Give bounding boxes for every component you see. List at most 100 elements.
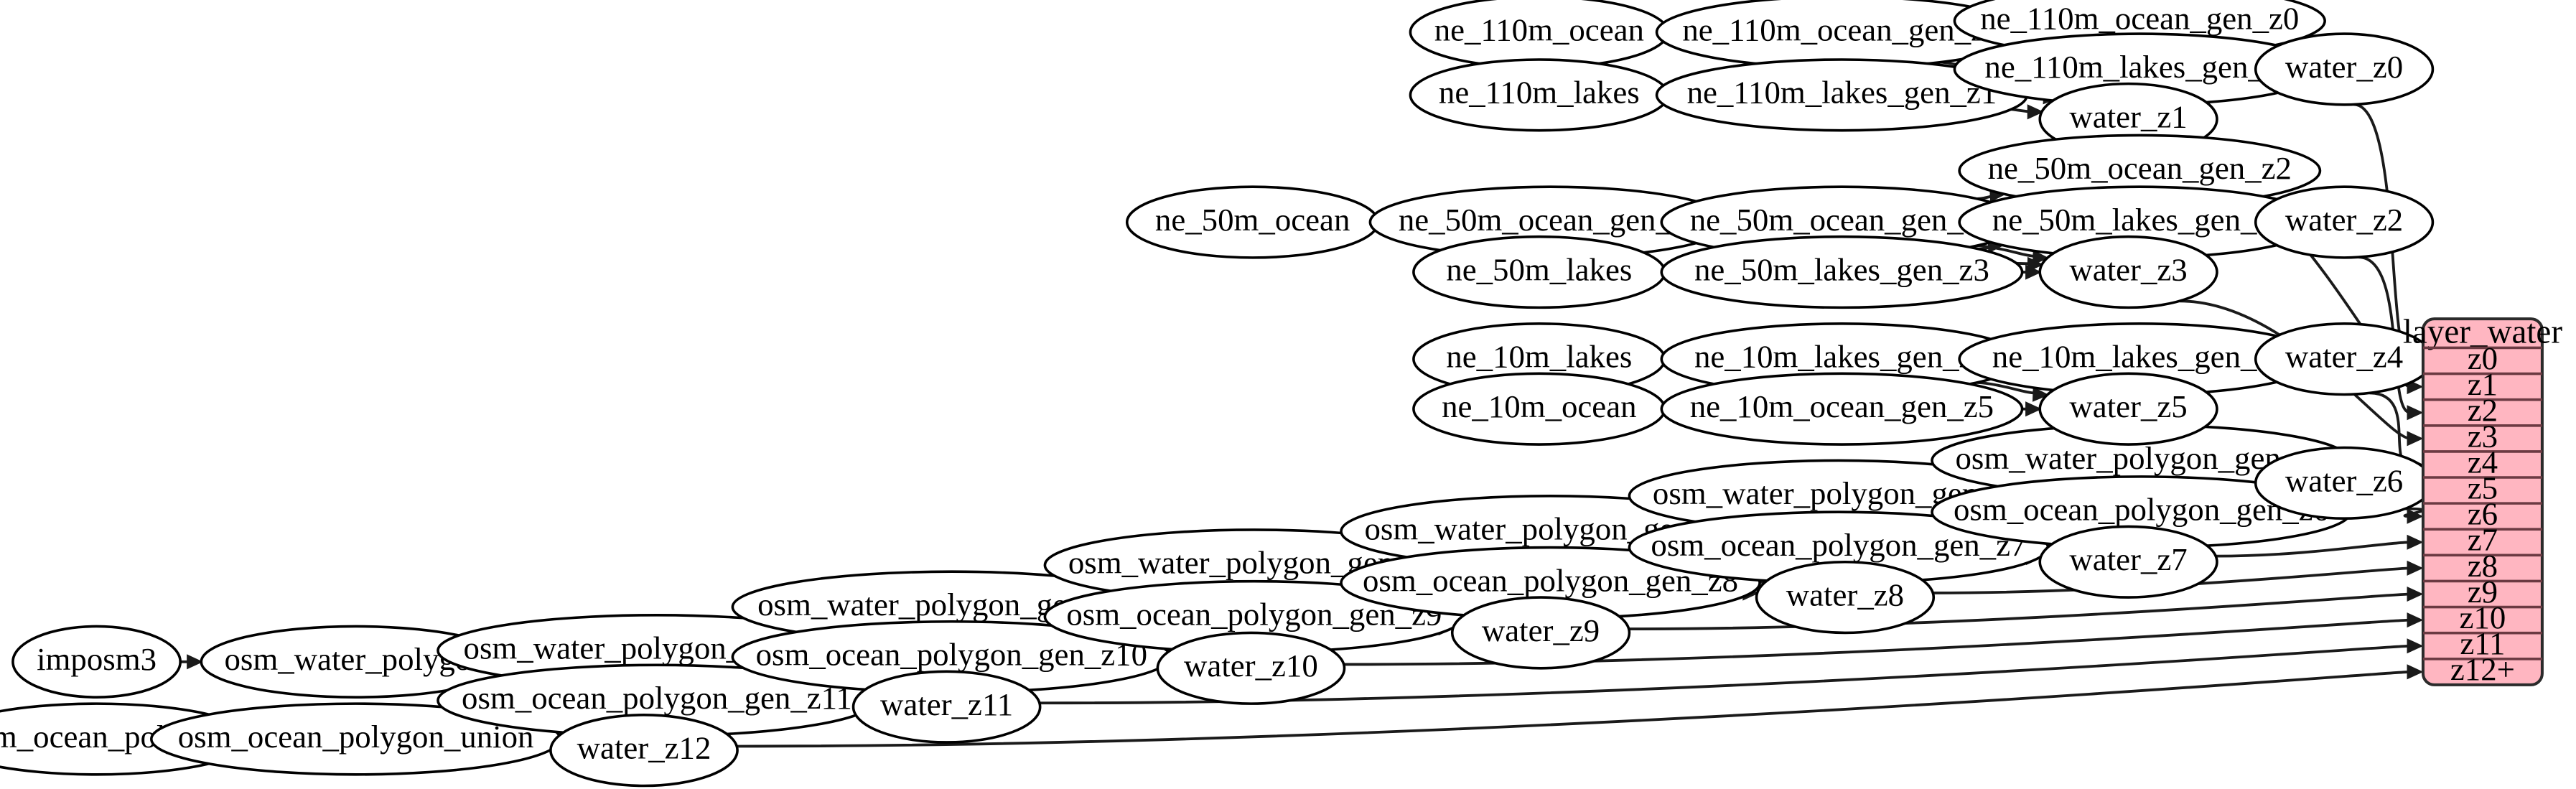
- node-label-ne_50m_ocean_gen_z3: ne_50m_ocean_gen_z3: [1690, 202, 1994, 238]
- node-shape-water_z2[interactable]: [2254, 185, 2435, 259]
- edge-water_z11-to-layer_water-z11: [1039, 644, 2411, 705]
- node-water_z12[interactable]: water_z12: [549, 714, 739, 788]
- node-ne_110m_ocean[interactable]: ne_110m_ocean: [1409, 0, 1669, 69]
- node-ne_110m_lakes_gen_z1[interactable]: ne_110m_lakes_gen_z1: [1655, 58, 2029, 132]
- node-ne_10m_lakes_gen_z4[interactable]: ne_10m_lakes_gen_z4: [1958, 322, 2322, 396]
- table-row-z2[interactable]: z2: [2468, 392, 2498, 428]
- node-osm_water_polygon_gen_z6[interactable]: osm_water_polygon_gen_z6: [1931, 424, 2352, 498]
- node-label-water_z2: water_z2: [2285, 202, 2403, 238]
- arrowhead-icon: [2407, 612, 2424, 628]
- arrowhead-icon: [2407, 405, 2424, 421]
- arrowhead-icon: [2027, 104, 2044, 120]
- table-row-z8[interactable]: z8: [2468, 548, 2498, 584]
- node-water_z2[interactable]: water_z2: [2254, 185, 2435, 259]
- node-water_z4[interactable]: water_z4: [2254, 322, 2435, 396]
- layer-water-table-header: layer_water: [2403, 313, 2562, 350]
- node-label-ne_10m_ocean_gen_z5: ne_10m_ocean_gen_z5: [1690, 388, 1994, 424]
- node-shape-water_z12[interactable]: [549, 714, 739, 788]
- node-shape-water_z11[interactable]: [851, 670, 1042, 744]
- table-row-z10[interactable]: z10: [2460, 599, 2506, 635]
- table-row-z7[interactable]: z7: [2468, 522, 2498, 558]
- node-label-ne_10m_lakes_gen_z4: ne_10m_lakes_gen_z4: [1992, 339, 2287, 375]
- node-label-water_z12: water_z12: [577, 730, 711, 766]
- node-ne_110m_ocean_gen_z1[interactable]: ne_110m_ocean_gen_z1: [1655, 0, 2029, 69]
- node-label-ne_110m_ocean_gen_z0: ne_110m_ocean_gen_z0: [1980, 1, 2299, 37]
- node-osm_ocean_polygon_gen_z10[interactable]: osm_ocean_polygon_gen_z10: [731, 620, 1172, 694]
- arrowhead-icon: [2032, 386, 2050, 402]
- node-water_z11[interactable]: water_z11: [851, 670, 1042, 744]
- node-ne_50m_lakes_gen_z2[interactable]: ne_50m_lakes_gen_z2: [1958, 185, 2322, 259]
- node-shape-water_z10[interactable]: [1156, 631, 1346, 705]
- arrowhead-icon: [2407, 508, 2424, 524]
- node-ne_10m_ocean[interactable]: ne_10m_ocean: [1412, 372, 1666, 446]
- node-label-osm_ocean_polygon_gen_z11: osm_ocean_polygon_gen_z11: [462, 680, 852, 716]
- edge-water_z12-to-layer_water-z12+: [737, 670, 2411, 748]
- node-ne_110m_lakes[interactable]: ne_110m_lakes: [1409, 58, 1670, 132]
- node-label-ne_10m_ocean: ne_10m_ocean: [1442, 388, 1636, 424]
- node-water_z5[interactable]: water_z5: [2038, 372, 2218, 446]
- node-water_z0[interactable]: water_z0: [2254, 32, 2435, 106]
- node-label-ne_110m_lakes_gen_z1: ne_110m_lakes_gen_z1: [1687, 75, 1997, 111]
- node-ne_50m_ocean_gen_z4[interactable]: ne_50m_ocean_gen_z4: [1368, 185, 1732, 259]
- edge-water_z6-to-layer_water-z6: [2403, 507, 2425, 518]
- node-osm_ocean_polygon_gen_z11[interactable]: osm_ocean_polygon_gen_z11: [437, 663, 877, 737]
- node-label-water_z4: water_z4: [2285, 339, 2403, 375]
- table-row-z4[interactable]: z4: [2468, 444, 2498, 480]
- node-ne_50m_ocean[interactable]: ne_50m_ocean: [1125, 185, 1380, 259]
- node-ne_50m_lakes[interactable]: ne_50m_lakes: [1412, 235, 1666, 309]
- table-row-z9[interactable]: z9: [2468, 574, 2498, 610]
- arrowhead-icon: [2407, 586, 2424, 602]
- node-shape-water_z7[interactable]: [2038, 525, 2218, 599]
- node-label-ne_50m_ocean_gen_z4: ne_50m_ocean_gen_z4: [1399, 202, 1702, 238]
- node-ne_10m_lakes_gen_z5[interactable]: ne_10m_lakes_gen_z5: [1660, 322, 2024, 396]
- layer-water-table-body: [2421, 317, 2544, 686]
- node-shape-imposm3[interactable]: [11, 625, 182, 699]
- table-row-z0[interactable]: z0: [2468, 340, 2498, 376]
- node-osm_water_polygon[interactable]: osm_water_polygon: [200, 625, 512, 699]
- edge-water_z9-to-layer_water-z9: [1628, 592, 2411, 630]
- node-label-water_z8: water_z8: [1786, 577, 1904, 613]
- node-water_z6[interactable]: water_z6: [2254, 446, 2435, 520]
- node-ne_50m_ocean_gen_z2[interactable]: ne_50m_ocean_gen_z2: [1958, 134, 2322, 207]
- node-shape-water_z3[interactable]: [2038, 235, 2218, 309]
- node-water_z8[interactable]: water_z8: [1755, 560, 1936, 635]
- node-label-ne_50m_ocean_gen_z2: ne_50m_ocean_gen_z2: [1988, 150, 2292, 186]
- node-shape-ne_10m_ocean_gen_z5[interactable]: [1660, 372, 2024, 446]
- table-row-z5[interactable]: z5: [2468, 470, 2498, 505]
- node-label-imposm3: imposm3: [37, 641, 157, 677]
- node-shape-water_z5[interactable]: [2038, 372, 2218, 446]
- node-water_z7[interactable]: water_z7: [2038, 525, 2218, 599]
- table-row-z1[interactable]: z1: [2468, 366, 2498, 402]
- node-label-water_z9: water_z9: [1482, 612, 1600, 648]
- layer-water-table[interactable]: layer_waterz0z1z2z3z4z5z6z7z8z9z10z11z12…: [2403, 313, 2562, 687]
- table-row-z3[interactable]: z3: [2468, 418, 2498, 454]
- node-imposm3[interactable]: imposm3: [11, 625, 182, 699]
- node-label-ne_110m_lakes_gen_z0: ne_110m_lakes_gen_z0: [1984, 49, 2295, 85]
- node-shape-water_z0[interactable]: [2254, 32, 2435, 106]
- node-osm_ocean_polygon_gen_z6[interactable]: osm_ocean_polygon_gen_z6: [1931, 475, 2352, 549]
- table-row-z6[interactable]: z6: [2468, 496, 2498, 532]
- node-water_z9[interactable]: water_z9: [1450, 596, 1631, 670]
- node-ne_50m_lakes_gen_z3[interactable]: ne_50m_lakes_gen_z3: [1660, 235, 2024, 309]
- table-row-z11[interactable]: z11: [2460, 625, 2505, 661]
- node-label-ne_110m_ocean_gen_z1: ne_110m_ocean_gen_z1: [1682, 11, 2001, 47]
- table-row-z12+[interactable]: z12+: [2450, 651, 2515, 687]
- node-ne_10m_lakes[interactable]: ne_10m_lakes: [1412, 322, 1666, 396]
- node-label-water_z11: water_z11: [880, 686, 1013, 722]
- node-shape-ne_50m_lakes_gen_z3[interactable]: [1660, 235, 2024, 309]
- node-water_z3[interactable]: water_z3: [2038, 235, 2218, 309]
- arrowhead-icon: [2407, 431, 2424, 447]
- node-label-ne_50m_lakes_gen_z2: ne_50m_lakes_gen_z2: [1992, 202, 2287, 238]
- edge-water_z7-to-layer_water-z7: [2216, 541, 2411, 558]
- node-ne_110m_lakes_gen_z0[interactable]: ne_110m_lakes_gen_z0: [1953, 32, 2326, 106]
- node-label-ne_10m_lakes: ne_10m_lakes: [1446, 339, 1632, 375]
- node-shape-water_z8[interactable]: [1755, 560, 1936, 635]
- node-water_z10[interactable]: water_z10: [1156, 631, 1346, 705]
- nodes-layer: imposm3osm_water_polygonosm_ocean_polygo…: [0, 0, 2435, 788]
- node-label-osm_ocean_polygon_gen_z7: osm_ocean_polygon_gen_z7: [1651, 527, 2026, 563]
- node-label-water_z3: water_z3: [2069, 251, 2187, 287]
- node-shape-water_z9[interactable]: [1450, 596, 1631, 670]
- arrowhead-icon: [2407, 638, 2424, 654]
- node-ne_10m_ocean_gen_z5[interactable]: ne_10m_ocean_gen_z5: [1660, 372, 2024, 446]
